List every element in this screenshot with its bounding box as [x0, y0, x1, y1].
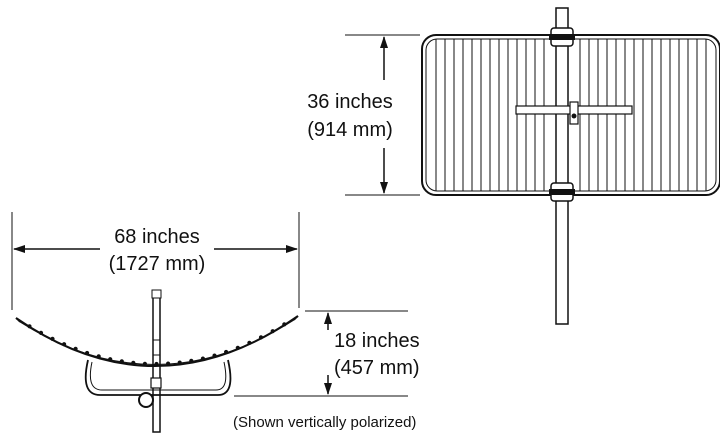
support-bracket [84, 359, 232, 396]
reflector-rib [166, 361, 171, 366]
reflector-rib [131, 360, 136, 365]
depth-metric-label: (457 mm) [334, 357, 420, 379]
reflector-rib [247, 340, 252, 345]
reflector-rib [200, 356, 205, 361]
grid-antenna-side-view [15, 289, 299, 433]
antenna-feed [569, 101, 579, 125]
height-imperial-label: 36 inches [307, 91, 393, 113]
height-dimension [345, 34, 420, 196]
reflector-rib [27, 324, 32, 329]
reflector-rib [154, 361, 159, 367]
mast-clamp [138, 392, 154, 408]
reflector-rib [142, 361, 147, 366]
polarization-caption: (Shown vertically polarized) [233, 414, 416, 431]
reflector-rib [224, 349, 229, 355]
depth-imperial-label: 18 inches [334, 330, 420, 352]
grid-antenna-front-view [421, 7, 720, 325]
reflector-rib [62, 342, 67, 347]
reflector-rib [73, 346, 78, 351]
width-metric-label: (1727 mm) [109, 253, 206, 275]
width-dimension [11, 212, 300, 310]
reflector-rib [108, 357, 113, 362]
height-metric-label: (914 mm) [307, 119, 393, 141]
depth-dimension [234, 310, 408, 397]
reflector-rib [119, 359, 124, 364]
reflector-rib [235, 345, 240, 350]
reflector-rib [212, 353, 217, 358]
reflector-rib [258, 335, 264, 340]
reflector-rib [177, 360, 182, 365]
reflector-rib [38, 330, 44, 335]
reflector-rib [85, 350, 90, 356]
reflector-ribs [27, 322, 287, 367]
reflector-rib [50, 336, 55, 341]
antenna-grid-bars [435, 39, 707, 191]
reflector-rib [282, 322, 287, 327]
reflector-rib [270, 329, 275, 334]
reflector-rib [189, 358, 194, 363]
width-imperial-label: 68 inches [114, 226, 200, 248]
reflector-rib [96, 354, 101, 359]
antenna-mast-front [555, 7, 569, 325]
